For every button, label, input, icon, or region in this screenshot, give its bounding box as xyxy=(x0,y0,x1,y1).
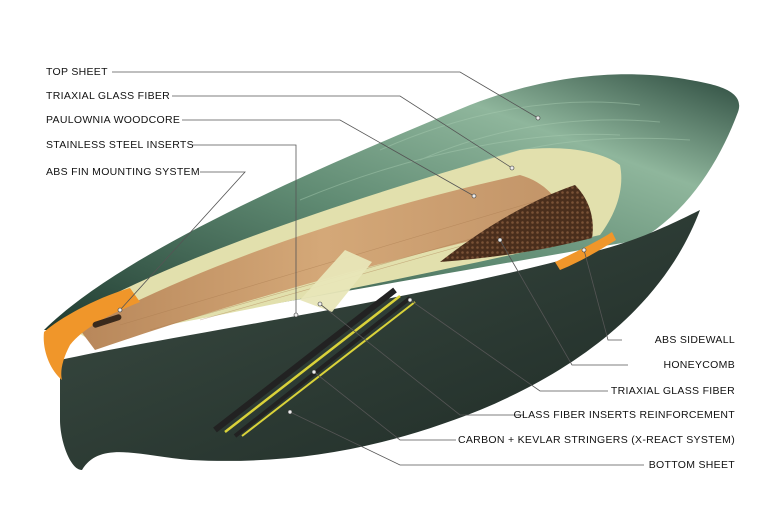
label-glass-fiber-inserts-reinforcement: GLASS FIBER INSERTS REINFORCEMENT xyxy=(513,409,735,421)
label-paulownia-woodcore: PAULOWNIA WOODCORE xyxy=(46,114,181,126)
right-leader-lines xyxy=(289,239,644,466)
left-leader-lines xyxy=(112,71,539,315)
label-abs-fin-mounting-system: ABS FIN MOUNTING SYSTEM xyxy=(46,166,200,178)
carbon-stringer-1 xyxy=(213,287,397,433)
top-sheet-pattern xyxy=(299,101,691,201)
abs-fin-mount-shape xyxy=(43,288,140,380)
leader-endpoints xyxy=(117,115,587,415)
kevlar-stringer-2 xyxy=(241,301,416,437)
label-bottom-sheet: BOTTOM SHEET xyxy=(648,459,735,471)
glass-fiber-insert-strip xyxy=(300,250,372,312)
fin-insert-slot xyxy=(92,314,122,328)
label-carbon-kevlar-stringers: CARBON + KEVLAR STRINGERS (X-REACT SYSTE… xyxy=(458,434,735,446)
label-top-sheet: TOP SHEET xyxy=(46,66,108,78)
bottom-sheet-shape xyxy=(60,210,700,470)
label-stainless-steel-inserts: STAINLESS STEEL INSERTS xyxy=(46,139,194,151)
carbon-stringer-2 xyxy=(233,296,412,438)
label-honeycomb: HONEYCOMB xyxy=(663,359,735,371)
label-triaxial-glass-fiber-bottom: TRIAXIAL GLASS FIBER xyxy=(610,385,735,397)
label-triaxial-glass-fiber-top: TRIAXIAL GLASS FIBER xyxy=(46,90,171,102)
kevlar-stringer-1 xyxy=(224,295,401,433)
honeycomb-shape xyxy=(440,185,593,262)
label-abs-sidewall: ABS SIDEWALL xyxy=(654,334,735,346)
paulownia-woodcore-shape xyxy=(80,175,565,350)
